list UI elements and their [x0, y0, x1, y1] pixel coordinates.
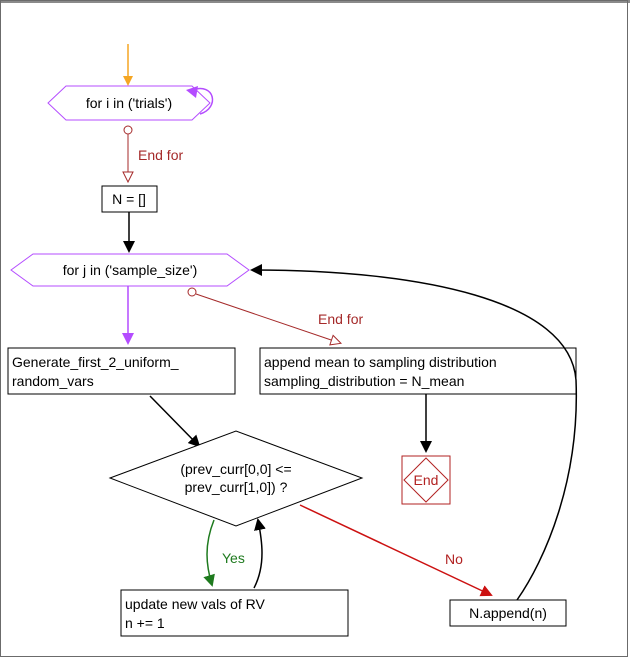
- loop-trials-label: for i in ('trials'): [86, 95, 172, 111]
- update-to-decision-edge: [253, 518, 266, 589]
- n-append-node: N.append(n): [449, 599, 567, 627]
- loop-trials-node: for i in ('trials'): [47, 85, 211, 121]
- update-node: update new vals of RV n += 1: [120, 589, 349, 637]
- n-append-label: N.append(n): [469, 605, 547, 621]
- end-for-sample-edge: [195, 293, 340, 343]
- end-for-trials-label: End for: [138, 147, 183, 163]
- loop-sample-label: for j in ('sample_size'): [63, 262, 198, 278]
- generate-to-decision-edge: [149, 395, 201, 448]
- append-mean-label-line1: append mean to sampling distribution: [264, 354, 497, 370]
- n-append-to-loop-edge: [250, 264, 578, 601]
- end-for-sample-origin-dot: [187, 287, 197, 297]
- yes-label: Yes: [222, 550, 245, 566]
- yes-edge: [203, 519, 215, 587]
- decision-node: (prev_curr[0,0] <= prev_curr[1,0]) ?: [108, 430, 364, 527]
- decision-label-line2: prev_curr[1,0]) ?: [185, 479, 288, 495]
- loop-trials-self-edge: [191, 87, 214, 115]
- loop-sample-node: for j in ('sample_size'): [10, 253, 250, 287]
- generate-node: Generate_first_2_uniform_ random_vars: [7, 347, 236, 395]
- generate-label-line2: random_vars: [12, 373, 94, 389]
- no-edge: [299, 504, 493, 597]
- update-label-line2: n += 1: [125, 615, 165, 631]
- window-top-bar: [0, 0, 630, 3]
- end-node: End: [401, 455, 451, 505]
- init-n-label: N = []: [112, 191, 146, 207]
- end-label: End: [414, 472, 439, 488]
- update-label-line1: update new vals of RV: [125, 596, 265, 612]
- no-label: No: [445, 551, 463, 567]
- init-n-node: N = []: [101, 185, 158, 213]
- end-for-sample-label: End for: [318, 311, 363, 327]
- append-mean-node: append mean to sampling distribution sam…: [259, 347, 577, 395]
- append-mean-label-line2: sampling_distribution = N_mean: [264, 373, 464, 389]
- decision-label-line1: (prev_curr[0,0] <=: [180, 461, 291, 477]
- generate-label-line1: Generate_first_2_uniform_: [12, 354, 179, 370]
- end-for-trials-origin-dot: [123, 125, 133, 135]
- loop-trials-self-arrowhead: [186, 86, 198, 98]
